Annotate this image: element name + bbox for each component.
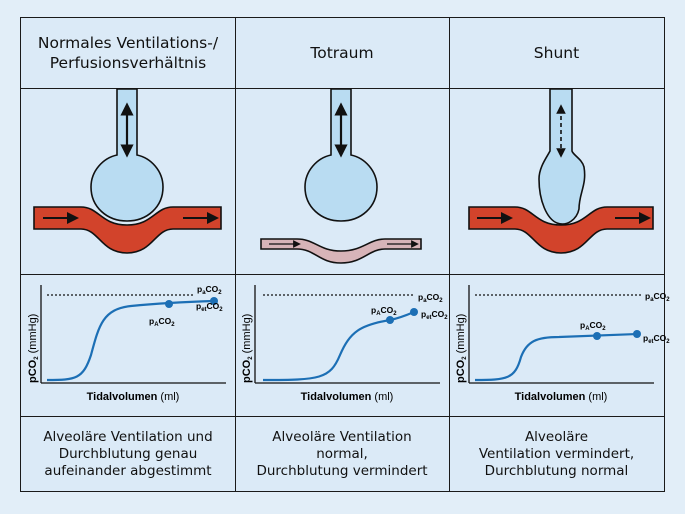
- title-text: Shunt: [533, 44, 580, 62]
- blood-vessel: [468, 206, 654, 254]
- alveolus: [304, 88, 378, 222]
- chart-1: paCO2 pACO2 petCO2 pCO2 (mmHg) Tidalvolumen …: [241, 285, 448, 403]
- description-text: Alveoläre Ventilation vermindert, Durchb…: [478, 428, 635, 479]
- alveolar-pco2-point: [593, 332, 601, 340]
- capnogram-curve: [46, 299, 215, 382]
- description-text: Alveoläre Ventilation normal, Durchblutu…: [256, 428, 428, 479]
- alveolar-pco2-point: [165, 300, 173, 308]
- end-tidal-pco2-point: [210, 297, 218, 305]
- description-totraum: Alveoläre Ventilation normal, Durchblutu…: [235, 417, 449, 491]
- title-text: Normales Ventilations-/ Perfusionsverhäl…: [37, 34, 219, 72]
- end-tidal-pco2-label: petCO2: [196, 301, 223, 313]
- end-tidal-pco2-point: [633, 330, 641, 338]
- capnogram-curve: [262, 310, 415, 382]
- illustrations: [33, 88, 654, 264]
- column-divider: [449, 18, 450, 491]
- row-divider: [21, 416, 664, 417]
- end-tidal-pco2-label: petCO2: [643, 333, 670, 345]
- arterial-pco2-label: paCO2: [645, 291, 670, 303]
- y-axis-label: pCO2 (mmHg): [27, 314, 40, 383]
- alveolar-pco2-label: pACO2: [149, 316, 175, 328]
- capnogram-curve: [474, 332, 638, 382]
- y-axis-label: pCO2 (mmHg): [241, 314, 254, 383]
- y-axis-label: pCO2 (mmHg): [455, 314, 468, 383]
- description-text: Alveoläre Ventilation und Durchblutung g…: [43, 428, 213, 479]
- column-divider: [235, 18, 236, 491]
- column-title-shunt: Shunt: [449, 18, 664, 88]
- normal-illustration: [33, 88, 222, 254]
- arterial-pco2-label: paCO2: [197, 284, 222, 296]
- chart-0: paCO2 pACO2 petCO2 pCO2 (mmHg) Tidalvolumen …: [27, 284, 226, 403]
- description-normal: Alveoläre Ventilation und Durchblutung g…: [21, 417, 235, 491]
- x-axis-label: Tidalvolumen (ml): [301, 391, 394, 403]
- chart-2: paCO2 pACO2 petCO2 pCO2 (mmHg) Tidalvolumen …: [455, 285, 670, 403]
- end-tidal-pco2-point: [410, 308, 418, 316]
- diagram-frame: Normales Ventilations-/ Perfusionsverhäl…: [20, 17, 670, 492]
- totraum-illustration: [260, 88, 422, 264]
- title-text: Totraum: [310, 44, 374, 62]
- alveolar-pco2-label: pACO2: [580, 320, 606, 332]
- capnography-charts: paCO2 pACO2 petCO2 pCO2 (mmHg) Tidalvolumen …: [27, 284, 670, 403]
- alveolar-pco2-point: [386, 316, 394, 324]
- row-divider: [21, 274, 664, 275]
- alveolar-pco2-label: pACO2: [371, 305, 397, 317]
- x-axis-label: Tidalvolumen (ml): [515, 391, 608, 403]
- collapsed-alveolus: [538, 88, 586, 225]
- column-title-normal: Normales Ventilations-/ Perfusionsverhäl…: [21, 18, 235, 88]
- blood-vessel-reduced: [260, 238, 422, 264]
- end-tidal-pco2-label: petCO2: [421, 309, 448, 321]
- alveolus: [90, 88, 164, 222]
- blood-vessel: [33, 206, 222, 254]
- column-title-totraum: Totraum: [235, 18, 449, 88]
- arterial-pco2-label: paCO2: [418, 292, 443, 304]
- shunt-illustration: [468, 88, 654, 254]
- description-shunt: Alveoläre Ventilation vermindert, Durchb…: [449, 417, 664, 491]
- x-axis-label: Tidalvolumen (ml): [87, 391, 180, 403]
